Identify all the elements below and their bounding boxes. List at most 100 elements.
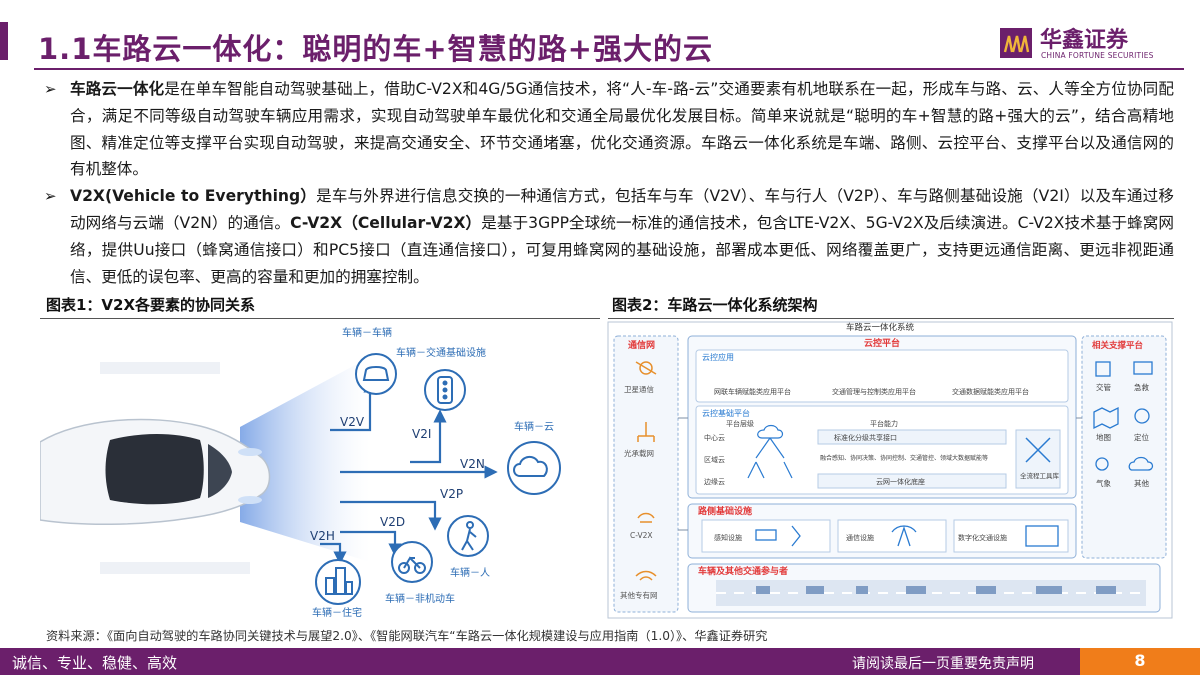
node-infrastructure: 车辆－交通基础设施 — [396, 346, 486, 411]
bullet-term: V2X(Vehicle to Everything） — [70, 187, 317, 206]
bullet-text: 是基于3GPP全球统一标准的通信技术，包含LTE-V2X、5G-V2X及后续演进… — [70, 213, 1175, 286]
figure2-caption-rule — [608, 318, 1174, 319]
slide-header: 1.1车路云一体化：聪明的车+智慧的路+强大的云 华鑫证券 CHINA FORT… — [0, 0, 1200, 70]
capability-item: 融合感知、协同决策、协同控制、交通管控、领域大数据赋能等 — [820, 454, 988, 462]
node-pedestrian: 车辆－人 — [447, 515, 490, 579]
roadside-item: 数字化交通设施 — [958, 533, 1007, 542]
levels-label: 平台层级 — [726, 419, 754, 428]
node-title-v2v: 车辆－车辆 — [342, 326, 392, 339]
bullet-v2x: ➢ V2X(Vehicle to Everything）是车与外界进行信息交换的… — [44, 183, 1174, 290]
cv2x-icon — [637, 512, 655, 523]
level-item: 区域云 — [704, 455, 725, 464]
figure2-architecture-diagram: 车路云一体化系统 通信网 卫星通信 光承载网 C-V2X 其他专有网 云控平台 … — [607, 321, 1173, 619]
body-bullets: ➢ 车路云一体化是在单车智能自动驾驶基础上，借助C-V2X和4G/5G通信技术，… — [44, 76, 1174, 290]
bullet-term: 车路云一体化 — [70, 80, 165, 98]
network-item: 其他专有网 — [620, 590, 658, 600]
map-icon — [1093, 406, 1119, 430]
cloud-app: 网联车辆赋能类应用平台 — [714, 387, 791, 396]
connector-lines — [678, 417, 1082, 531]
bullet-text: 是在单车智能自动驾驶基础上，借助C-V2X和4G/5G通信技术，将“人-车-路-… — [70, 80, 1174, 179]
cloud-app: 交通数据赋能类应用平台 — [952, 387, 1029, 396]
fiber-network-icon — [637, 422, 655, 442]
cloud-platform-title: 云控平台 — [864, 337, 900, 349]
building-icon — [325, 567, 353, 595]
figure1-caption: 图表1：V2X各要素的协同关系 — [46, 296, 256, 314]
ambulance-icon — [1133, 361, 1153, 375]
node-title-v2i: 车辆－交通基础设施 — [396, 346, 486, 359]
logo-mark-icon — [1000, 28, 1032, 58]
support-item: 交管 — [1096, 382, 1112, 392]
toolkit-label: 全流程工具库 — [1020, 471, 1060, 480]
level-item: 中心云 — [704, 433, 725, 442]
roadside-item: 感知设施 — [714, 533, 742, 542]
logo-chinese-name: 华鑫证券 — [1040, 28, 1129, 53]
node-title-v2h: 车辆－住宅 — [312, 606, 362, 619]
logo-english-name: CHINA FORTUNE SECURITIES — [1041, 51, 1154, 60]
support-title: 相关支撑平台 — [1092, 340, 1144, 351]
cloud-platform: 云控平台 云控应用 网联车辆赋能类应用平台 交通管理与控制类应用平台 交通数据赋… — [687, 335, 1077, 499]
cloud-tree-icon — [747, 424, 793, 479]
system-title: 车路云一体化系统 — [846, 322, 915, 333]
link-label-v2v: V2V — [340, 415, 365, 429]
node-vehicle: 车辆－车辆 — [342, 326, 397, 395]
figure1-v2x-diagram: V2V V2I V2N V2P V2D V2H 车辆－车辆 车辆－交通基础设施 … — [40, 326, 561, 619]
roadside-infrastructure: 路侧基础设施 感知设施 通信设施 数字化交通设施 — [687, 503, 1077, 559]
network-item: C-V2X — [630, 531, 653, 540]
link-label-v2d: V2D — [380, 515, 405, 529]
title-divider — [34, 68, 1184, 70]
bicycle-icon — [398, 556, 426, 574]
bullet-text: 是车与外界进行信息交换的一种通信方式，包括车与车（V2V）、车与行人（V2P）、… — [70, 187, 1174, 232]
link-label-v2n: V2N — [460, 457, 485, 471]
level-item: 边缘云 — [704, 477, 725, 486]
link-label-v2p: V2P — [440, 487, 463, 501]
car-icon — [40, 418, 271, 526]
company-logo: 华鑫证券 CHINA FORTUNE SECURITIES — [1000, 20, 1153, 64]
traffic-control-icon — [1095, 361, 1111, 377]
support-item: 地图 — [1096, 432, 1111, 442]
antenna-icon — [891, 525, 917, 547]
page-number-box: 8 — [1080, 648, 1200, 675]
wifi-icon — [635, 570, 657, 581]
capability-label: 平台能力 — [870, 419, 898, 428]
title-accent-bar — [0, 22, 8, 60]
camera-icon — [755, 525, 801, 547]
disclaimer-link[interactable]: 请阅读最后一页重要免责声明 — [852, 656, 1034, 672]
cloud-app: 交通管理与控制类应用平台 — [832, 387, 916, 396]
base-platform-title: 云控基础平台 — [702, 408, 750, 418]
cloud-app-title: 云控应用 — [702, 352, 734, 362]
signal-beam — [240, 357, 370, 562]
other-icon — [1128, 456, 1154, 471]
support-platforms: 相关支撑平台 交管 急救 地图 定位 气象 其他 — [1081, 335, 1167, 559]
support-item: 急救 — [1134, 382, 1150, 392]
link-label-v2i: V2I — [412, 427, 431, 441]
network-title: 通信网 — [628, 339, 655, 351]
support-item: 其他 — [1134, 478, 1150, 488]
roadside-title: 路侧基础设施 — [698, 505, 752, 517]
sign-icon — [1025, 525, 1059, 547]
page-number: 8 — [1134, 651, 1146, 670]
support-item: 气象 — [1096, 478, 1112, 488]
vehicle-icon — [362, 366, 390, 381]
vehicle-icons — [756, 586, 1116, 594]
tools-icon — [1025, 437, 1051, 463]
satellite-icon — [635, 361, 657, 375]
bullet-arrow-icon: ➢ — [44, 187, 57, 206]
capability-item: 标准化分级共享接口 — [834, 433, 897, 442]
bullet-term-cv2x: C-V2X（Cellular-V2X） — [290, 213, 482, 232]
figure2-caption: 图表2：车路云一体化系统架构 — [612, 296, 818, 314]
support-item: 定位 — [1134, 432, 1150, 442]
network-item: 卫星通信 — [624, 384, 654, 394]
roadside-item: 通信设施 — [846, 533, 874, 542]
source-note: 资料来源：《面向自动驾驶的车路协同关键技术与展望2.0》、《智能网联汽车“车路云… — [46, 629, 768, 643]
capability-item: 云网一体化底座 — [876, 477, 925, 486]
node-bicycle: 车辆－非机动车 — [385, 541, 455, 605]
pedestrian-icon — [461, 521, 477, 551]
node-title-v2n: 车辆－云 — [514, 420, 554, 433]
weather-icon — [1095, 457, 1109, 471]
company-motto: 诚信、专业、稳健、高效 — [12, 654, 178, 672]
traffic-light-icon — [437, 376, 453, 404]
node-title-v2d: 车辆－非机动车 — [385, 592, 455, 605]
cloud-icon — [513, 456, 548, 477]
figure1-caption-rule — [40, 318, 600, 319]
network-item: 光承载网 — [624, 448, 654, 458]
